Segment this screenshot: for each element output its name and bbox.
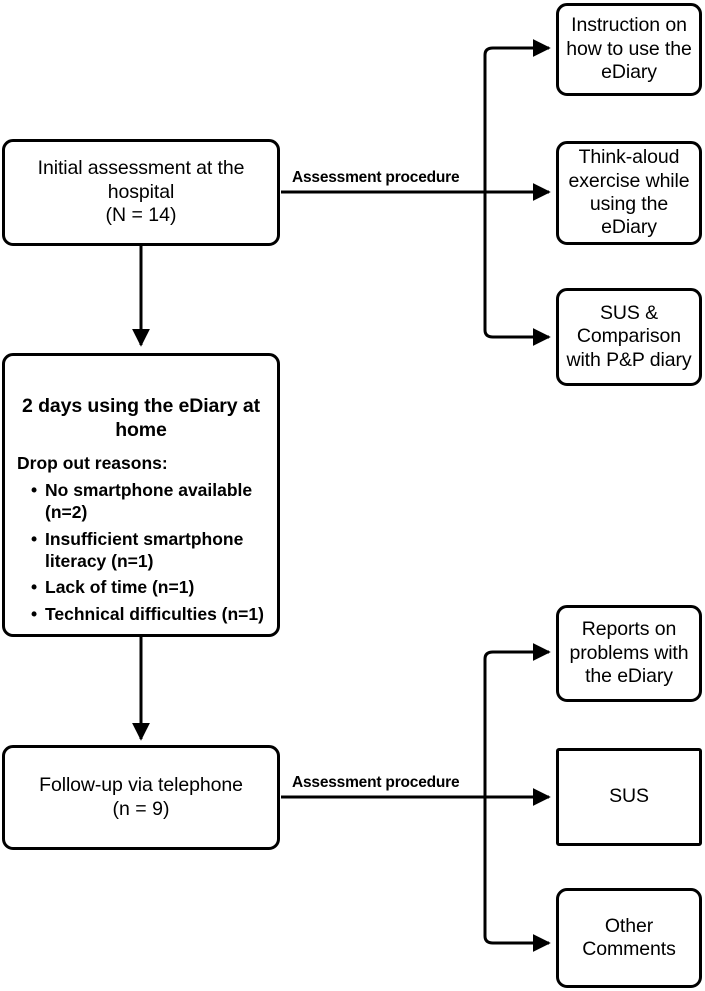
edge-to-instruction — [483, 39, 551, 57]
node-instruction-ediary-text: Instruction on how to use the eDiary — [566, 14, 692, 84]
dropout-reasons-list: No smartphone available (n=2) Insufficie… — [15, 475, 267, 629]
list-item: No smartphone available (n=2) — [31, 479, 267, 524]
node-two-days-home[interactable]: 2 days using the eDiary at home Drop out… — [2, 353, 280, 637]
node-initial-assessment[interactable]: Initial assessment at the hospital (N = … — [2, 139, 280, 246]
node-sus-comparison-text: SUS & Comparison with P&P diary — [566, 301, 692, 371]
node-initial-assessment-line2: hospital — [107, 180, 175, 203]
node-sus-text: SUS — [609, 785, 649, 808]
node-think-aloud-text: Think-aloud exercise while using the eDi… — [568, 146, 690, 239]
node-instruction-ediary[interactable]: Instruction on how to use the eDiary — [556, 3, 702, 96]
node-sus-comparison[interactable]: SUS & Comparison with P&P diary — [556, 288, 702, 386]
node-think-aloud[interactable]: Think-aloud exercise while using the eDi… — [556, 141, 702, 245]
edge-label-assessment-procedure-top: Assessment procedure — [289, 169, 463, 187]
node-initial-assessment-line1: Initial assessment at the — [37, 157, 245, 180]
node-other-comments-text: Other Comments — [582, 914, 676, 960]
edge-label-assessment-procedure-bottom: Assessment procedure — [289, 774, 463, 792]
node-reports-problems-text: Reports on problems with the eDiary — [569, 618, 689, 688]
node-two-days-home-title: 2 days using the eDiary at home — [22, 395, 260, 442]
edge-to-reports — [483, 643, 551, 661]
list-item: Insufficient smartphone literacy (n=1) — [31, 528, 267, 573]
node-follow-up-telephone[interactable]: Follow-up via telephone (n = 9) — [2, 745, 280, 850]
list-item: Lack of time (n=1) — [31, 576, 267, 599]
node-follow-up-line1: Follow-up via telephone — [39, 774, 243, 797]
edge-to-sus-comparison — [483, 328, 551, 346]
edge-to-other-comments — [483, 934, 551, 952]
node-other-comments[interactable]: Other Comments — [556, 888, 702, 988]
list-item: Technical difficulties (n=1) — [31, 603, 267, 626]
node-initial-assessment-line3: (N = 14) — [105, 204, 177, 227]
dropout-reasons-label: Drop out reasons: — [17, 452, 168, 473]
node-reports-problems[interactable]: Reports on problems with the eDiary — [556, 605, 702, 702]
node-sus[interactable]: SUS — [556, 748, 702, 846]
node-follow-up-line2: (n = 9) — [112, 797, 170, 820]
